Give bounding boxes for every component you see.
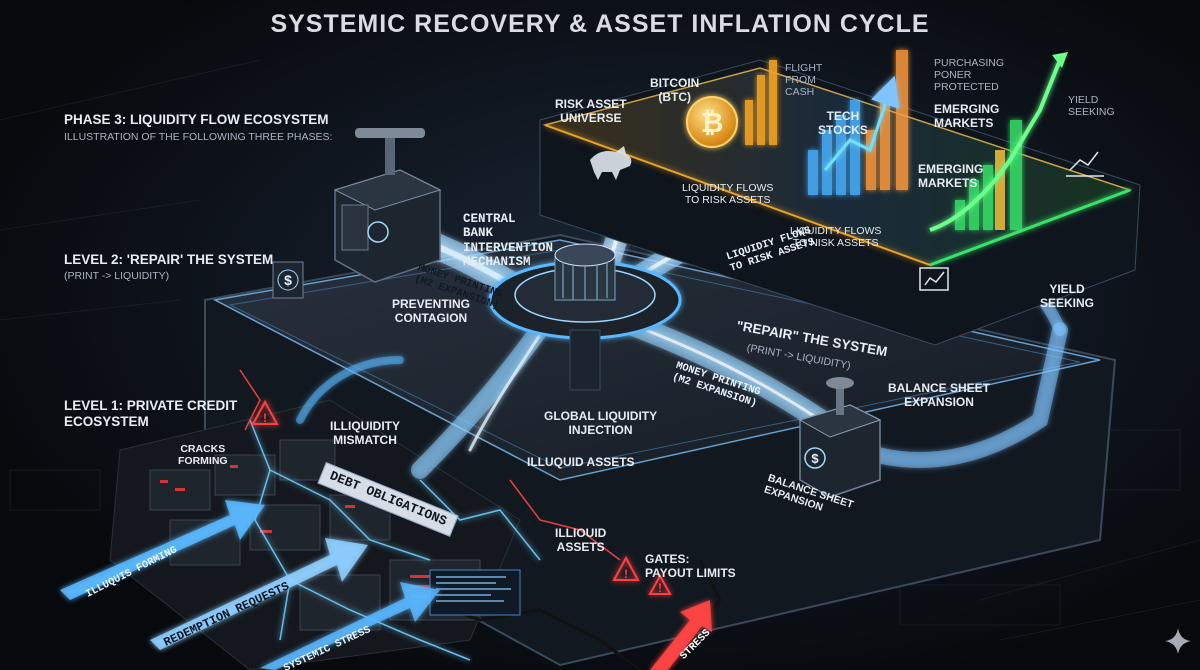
bitcoin-icon: ₿ xyxy=(686,96,738,148)
risk-asset-universe-label: RISK ASSET UNIVERSE xyxy=(555,97,627,126)
svg-text:!: ! xyxy=(658,581,662,595)
yield2-line2: SEEKING xyxy=(1040,295,1095,310)
risk-asset-universe-line2: UNIVERSE xyxy=(560,110,622,125)
liquidity-flows-label-2: LIQUIDITY FLOWS TO NISK ASSETS xyxy=(790,225,881,249)
illiquidity-line1: ILLIQUIDITY xyxy=(330,419,400,433)
bitcoin-line2: (BTC) xyxy=(658,89,691,104)
flows1-line2: TO RISK ASSETS xyxy=(684,194,771,207)
level2-subheading: (PRINT -> LIQUIDITY) xyxy=(64,270,170,282)
level2-heading: LEVEL 2: 'REPAIR' THE SYSTEM xyxy=(64,252,274,267)
emerging-markets-label-2: EMERGING MARKETS xyxy=(918,162,984,191)
gates-line2: PAYOUT LIMITS xyxy=(645,565,736,580)
balance-sheet-label-1: BALANCE SHEET EXPANSION xyxy=(888,381,991,410)
central-bank-line2: BANK xyxy=(463,226,494,241)
illiquid2-line1: ILLIOUID xyxy=(555,526,607,540)
central-bank-vault xyxy=(488,243,682,391)
svg-text:!: ! xyxy=(624,567,628,581)
preventing-line1: PREVENTING xyxy=(392,297,471,311)
global-line2: INJECTION xyxy=(568,422,633,437)
emerging1-line2: MARKETS xyxy=(934,115,994,130)
purchasing-line2: PONER xyxy=(934,69,972,82)
preventing-line2: CONTAGION xyxy=(394,310,468,325)
yield2-line1: YIELD xyxy=(1049,282,1085,296)
purchasing-line3: PROTECTED xyxy=(934,81,999,94)
liquidity-flows-label-1: LIQUIDITY FLOWS TO RISK ASSETS xyxy=(682,182,773,206)
illiquidity-line2: MISMATCH xyxy=(333,432,397,447)
global-line1: GLOBAL LIQUIDITY xyxy=(544,409,658,423)
illiquid2-line2: ASSETS xyxy=(556,539,605,554)
emerging1-line1: EMERGING xyxy=(934,102,1000,116)
gates-payout-label: GATES: PAYOUT LIMITS xyxy=(645,552,736,581)
central-bank-line4: MECHANISM xyxy=(463,255,531,270)
flight-from-cash-label: FLIGHT FROM CASH xyxy=(785,62,822,98)
global-liquidity-label: GLOBAL LIQUIDITY INJECTION xyxy=(544,409,658,438)
phase3-heading: PHASE 3: LIQUIDITY FLOW ECOSYSTEM xyxy=(64,112,329,127)
emerging2-line2: MARKETS xyxy=(918,175,978,190)
chart-icon-small xyxy=(919,267,949,291)
central-bank-line1: CENTRAL xyxy=(463,212,516,226)
risk-asset-universe-line1: RISK ASSET xyxy=(555,97,627,111)
svg-text:₿: ₿ xyxy=(701,107,724,138)
bitcoin-line1: BITCOIN xyxy=(650,76,700,90)
dollar-icon: $ xyxy=(272,261,304,299)
balance1-line1: BALANCE SHEET xyxy=(888,381,991,395)
level1-heading-line2: ECOSYSTEM xyxy=(64,414,149,429)
sparkle-icon xyxy=(1165,628,1191,654)
tech-stocks-label: TECH STOCKS xyxy=(818,109,868,138)
svg-text:$: $ xyxy=(284,272,292,288)
emerging-markets-label-1: EMERGING MARKETS xyxy=(934,102,1000,131)
purchasing-line1: PURCHASING xyxy=(934,57,1005,69)
gates-line1: GATES: xyxy=(645,552,690,566)
illiquidity-mismatch-label: ILLIQUIDITY MISMATCH xyxy=(330,419,400,448)
illiquid-assets-label-2: ILLIOUID ASSETS xyxy=(555,526,607,555)
balance-sheet-machine: $ xyxy=(798,377,882,498)
svg-text:!: ! xyxy=(263,411,267,425)
central-bank-label: CENTRAL BANK INTERVENTION MECHANISM xyxy=(463,212,553,270)
cracks-line2: FORMING xyxy=(178,455,228,468)
yield1-line1: YIELD xyxy=(1068,94,1099,106)
purchasing-power-label: PURCHASING PONER PROTECTED xyxy=(934,57,1004,93)
emerging2-line1: EMERGING xyxy=(918,162,984,176)
balance1-line2: EXPANSION xyxy=(904,394,974,409)
yield-seeking-label-2: YIELD SEEKING xyxy=(1040,282,1095,311)
chart-icon xyxy=(1066,151,1104,177)
flight-line2: FROM xyxy=(785,74,816,87)
flows2-line2: TO NISK ASSETS xyxy=(792,237,879,250)
page-title: SYSTEMIC RECOVERY & ASSET INFLATION CYCL… xyxy=(270,10,930,38)
flows2-line1: LIQUIDITY FLOWS xyxy=(790,225,882,237)
cracks-forming-label: CRACKS FORMING xyxy=(178,443,228,467)
bitcoin-label: BITCOIN (BTC) xyxy=(650,76,700,105)
warning-icon xyxy=(251,399,672,595)
phase3-subheading: ILLUSTRATION OF THE FOLLOWING THREE PHAS… xyxy=(64,131,333,143)
central-bank-line3: INTERVENTION xyxy=(463,240,554,255)
tech-line1: TECH xyxy=(826,109,860,123)
yield1-line2: SEEKING xyxy=(1068,106,1115,119)
svg-text:$: $ xyxy=(811,451,819,466)
illiquid-assets-label-1: ILLUQUID ASSETS xyxy=(527,455,635,469)
money-press-machine xyxy=(333,128,442,283)
level1-heading-line1: LEVEL 1: PRIVATE CREDIT xyxy=(64,398,238,413)
preventing-contagion-label: PREVENTING CONTAGION xyxy=(392,297,471,326)
bull-icon xyxy=(590,146,632,180)
yield-seeking-label-1: YIELD SEEKING xyxy=(1068,94,1115,118)
flows1-line1: LIQUIDITY FLOWS xyxy=(682,182,774,194)
flight-line1: FLIGHT xyxy=(785,62,823,74)
cracks-line1: CRACKS xyxy=(180,443,226,455)
tech-line2: STOCKS xyxy=(818,122,868,137)
flight-line3: CASH xyxy=(785,86,815,99)
